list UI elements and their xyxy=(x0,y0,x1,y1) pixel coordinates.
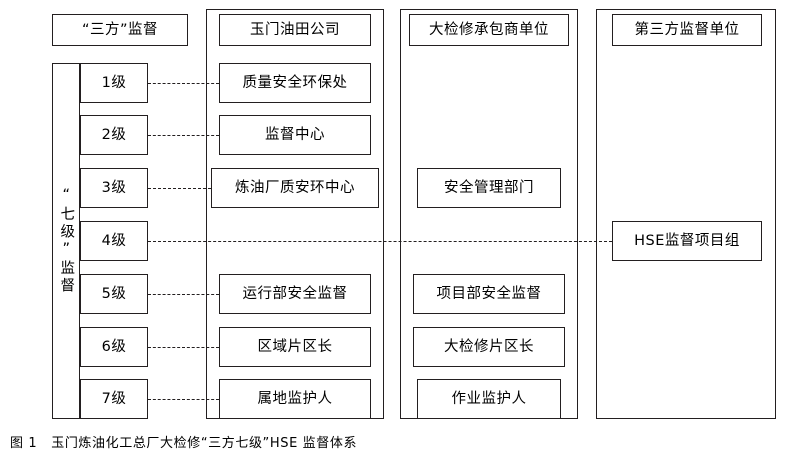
figure-caption: 图 1 玉门炼油化工总厂大检修“三方七级”HSE 监督体系 xyxy=(10,432,357,451)
connector-level-6 xyxy=(148,347,219,348)
figure-caption-label: 图 1 xyxy=(10,436,38,451)
col2-item-4: 作业监护人 xyxy=(417,379,561,419)
col1-item-6: 属地监护人 xyxy=(219,379,371,419)
connector-level-3 xyxy=(148,188,211,189)
col1-item-1: 质量安全环保处 xyxy=(219,63,371,103)
header-col1: 玉门油田公司 xyxy=(219,14,371,46)
connector-level-7 xyxy=(148,399,219,400)
col1-item-3: 炼油厂质安环中心 xyxy=(211,168,379,208)
left-axis-label-box: “七级”监督 xyxy=(52,63,80,419)
connector-level-5 xyxy=(148,294,219,295)
level-box-5: 5级 xyxy=(80,274,148,314)
col2-item-1: 安全管理部门 xyxy=(417,168,561,208)
figure-caption-text: 玉门炼油化工总厂大检修“三方七级”HSE 监督体系 xyxy=(51,436,358,451)
level-box-7: 7级 xyxy=(80,379,148,419)
col1-item-4: 运行部安全监督 xyxy=(219,274,371,314)
level-box-6: 6级 xyxy=(80,327,148,367)
col1-item-2: 监督中心 xyxy=(219,115,371,155)
connector-level-2 xyxy=(148,135,219,136)
connector-level-1 xyxy=(148,83,219,84)
header-col2: 大检修承包商单位 xyxy=(409,14,569,46)
level-box-2: 2级 xyxy=(80,115,148,155)
col2-item-2: 项目部安全监督 xyxy=(413,274,565,314)
column-frame-third-party xyxy=(596,9,776,419)
header-col3: 第三方监督单位 xyxy=(612,14,762,46)
left-axis-label: “七级”监督 xyxy=(58,187,75,295)
level-box-3: 3级 xyxy=(80,168,148,208)
connector-level-4 xyxy=(148,241,612,242)
col3-item-1: HSE监督项目组 xyxy=(612,221,762,261)
col2-item-3: 大检修片区长 xyxy=(413,327,565,367)
header-three-party: “三方”监督 xyxy=(52,14,188,46)
level-box-4: 4级 xyxy=(80,221,148,261)
level-box-1: 1级 xyxy=(80,63,148,103)
col1-item-5: 区域片区长 xyxy=(219,327,371,367)
